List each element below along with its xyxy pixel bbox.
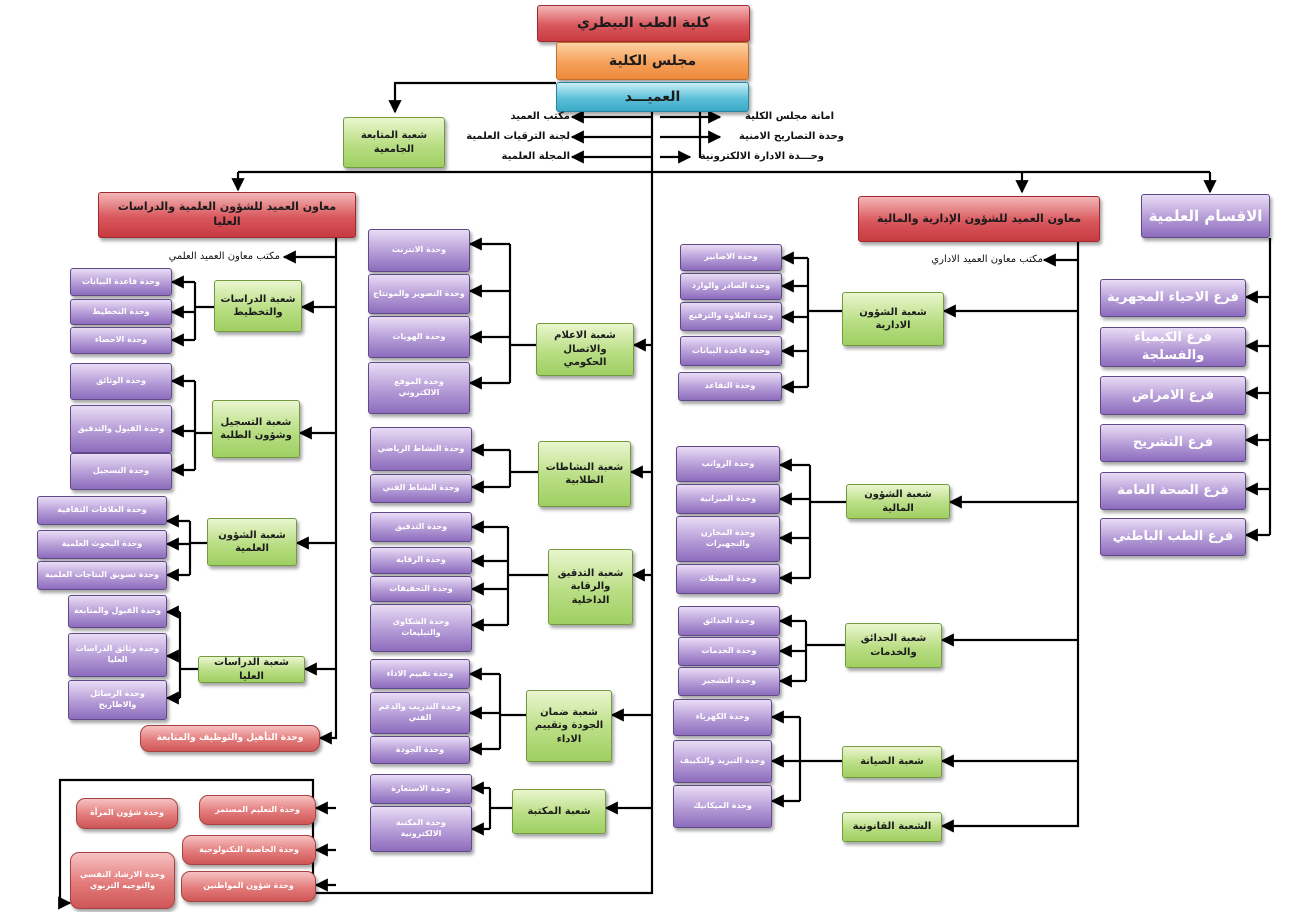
journal-label: المجلة العلمية [501, 151, 570, 162]
audit-division: شعبة التدقيق والرقابة الداخلية [548, 549, 633, 625]
audit-unit-1: وحدة التدقيق [370, 512, 472, 542]
maintenance-unit-2: وحدة التبريد والتكييف [673, 740, 772, 783]
department-2: فرع الكيمياء والفسلجة [1100, 327, 1246, 367]
quality-unit-3: وحدة الجودة [370, 736, 470, 764]
administrative-unit-3: وحدة العلاوة والترفيع [680, 302, 782, 331]
financial-unit-4: وحدة السجلات [676, 564, 780, 594]
continuing-education-unit: وحدة التعليم المستمر [199, 795, 316, 825]
incubator-unit: وحدة الحاضنة التكنولوجية [182, 835, 316, 865]
library-unit-1: وحدة الاستعارة [370, 774, 472, 804]
gardens-unit-1: وحدة الحدائق [678, 606, 780, 636]
library-division: شعبة المكتبة [512, 789, 606, 834]
department-1: فرع الاحياء المجهرية [1100, 279, 1246, 317]
council-box: مجلس الكلية [556, 42, 749, 80]
planning-unit-3: وحدة الاحصاء [70, 327, 172, 354]
department-3: فرع الامراض [1100, 376, 1246, 415]
administrative-unit-4: وحدة قاعدة البيانات [680, 336, 782, 366]
graduate-division: شعبة الدراسات العليا [198, 656, 305, 683]
department-4: فرع التشريح [1100, 424, 1246, 462]
graduate-unit-3: وحدة الرسائل والاطاريح [68, 680, 167, 720]
audit-unit-2: وحدة الرقابة [370, 547, 472, 574]
registration-unit-2: وحدة القبول والتدقيق [70, 405, 172, 453]
department-6: فرع الطب الباطني [1100, 518, 1246, 556]
maintenance-unit-1: وحدة الكهرباء [673, 699, 772, 736]
gardens-unit-3: وحدة التشجير [678, 667, 780, 696]
scientific-division: شعبة الشؤون العلمية [207, 518, 297, 566]
planning-division: شعبة الدراسات والتخطيط [214, 280, 302, 332]
administrative-unit-1: وحدة الاضابير [680, 244, 782, 271]
promotions-label: لجنة الترقيات العلمية [466, 131, 570, 142]
graduate-unit-1: وحدة القبول والمتابعة [68, 595, 167, 628]
maintenance-unit-3: وحدة الميكانيك [673, 785, 772, 828]
departments-box: الاقسام العلمية [1141, 194, 1270, 238]
media-unit-2: وحدة التصوير والمونتاج [368, 274, 470, 314]
e-admin-label: وحـــدة الادارة الالكترونية [699, 151, 824, 162]
registration-unit-1: وحدة الوثائق [70, 363, 172, 400]
council-secretariat-label: امانة مجلس الكلية [745, 111, 834, 122]
scientific-unit-3: وحدة تسويق النتاجات العلمية [37, 561, 167, 590]
administrative-unit-2: وحدة الصادر والوارد [680, 273, 782, 300]
activities-division: شعبة النشاطات الطلابية [538, 441, 631, 507]
admin-deputy-box: معاون العميد للشؤون الإدارية والمالية [858, 196, 1100, 242]
rehab-unit: وحدة التأهيل والتوظيف والمتابعة [140, 725, 320, 752]
dean-box: العميـــد [556, 82, 749, 112]
citizens-affairs-unit: وحدة شؤون المواطنين [181, 871, 316, 902]
college-box: كلية الطب البيطري [537, 5, 750, 42]
maintenance-division: شعبة الصيانة [842, 746, 942, 778]
sci-office-label: مكتب معاون العميد العلمي [168, 251, 280, 262]
administrative-division: شعبة الشؤون الادارية [842, 292, 944, 346]
scientific-unit-2: وحدة البحوث العلمية [37, 530, 167, 559]
audit-unit-3: وحدة التحقيقات [370, 576, 472, 602]
media-unit-1: وحدة الانترنت [368, 229, 470, 272]
media-unit-3: وحدة الهويات [368, 316, 470, 358]
counseling-unit: وحدة الارشاد النفسي والتوجيه التربوي [70, 852, 175, 909]
department-5: فرع الصحة العامة [1100, 472, 1246, 510]
planning-unit-2: وحدة التخطيط [70, 299, 172, 325]
library-unit-2: وحدة المكتبة الالكترونية [370, 806, 472, 852]
activities-unit-2: وحدة النشاط الفني [370, 474, 472, 503]
graduate-unit-2: وحدة وثائق الدراسات العليا [68, 633, 167, 677]
quality-unit-1: وحدة تقييم الاداء [370, 659, 470, 689]
media-division: شعبة الاعلام والاتصال الحكومي [536, 323, 634, 376]
media-unit-4: وحدة الموقع الالكتروني [368, 362, 470, 414]
activities-unit-1: وحدة النشاط الرياضي [370, 427, 472, 471]
admin-office-label: مكتب معاون العميد الاداري [931, 254, 1043, 265]
dean-office-label: مكتب العميد [510, 111, 570, 122]
quality-unit-2: وحدة التدريب والدعم الفني [370, 692, 470, 734]
women-affairs-unit: وحدة شؤون المرأة [76, 798, 178, 829]
financial-division: شعبة الشؤون المالية [846, 484, 950, 519]
security-permits-label: وحدة التصاريح الامنية [739, 131, 844, 142]
planning-unit-1: وحدة قاعدة البيانات [70, 268, 172, 296]
registration-division: شعبة التسجيل وشؤون الطلبة [212, 400, 300, 458]
financial-unit-3: وحدة المخازن والتجهيزات [676, 516, 780, 562]
financial-unit-1: وحدة الرواتب [676, 446, 780, 482]
quality-division: شعبة ضمان الجودة وتقييم الاداء [526, 690, 612, 762]
administrative-unit-5: وحدة التقاعد [678, 372, 782, 401]
gardens-unit-2: وحدة الخدمات [678, 637, 780, 666]
sci-deputy-box: معاون العميد للشؤون العلمية والدراسات ال… [98, 192, 356, 238]
registration-unit-3: وحدة التسجيل [70, 453, 172, 490]
gardens-division: شعبة الحدائق والخدمات [845, 623, 942, 668]
legal-division: الشعبة القانونية [842, 812, 942, 842]
follow-up-division: شعبة المتابعة الجامعية [343, 117, 445, 168]
scientific-unit-1: وحدة العلاقات الثقافية [37, 496, 167, 525]
financial-unit-2: وحدة الميزانية [676, 484, 780, 514]
audit-unit-4: وحدة الشكاوى والتبليغات [370, 604, 472, 652]
